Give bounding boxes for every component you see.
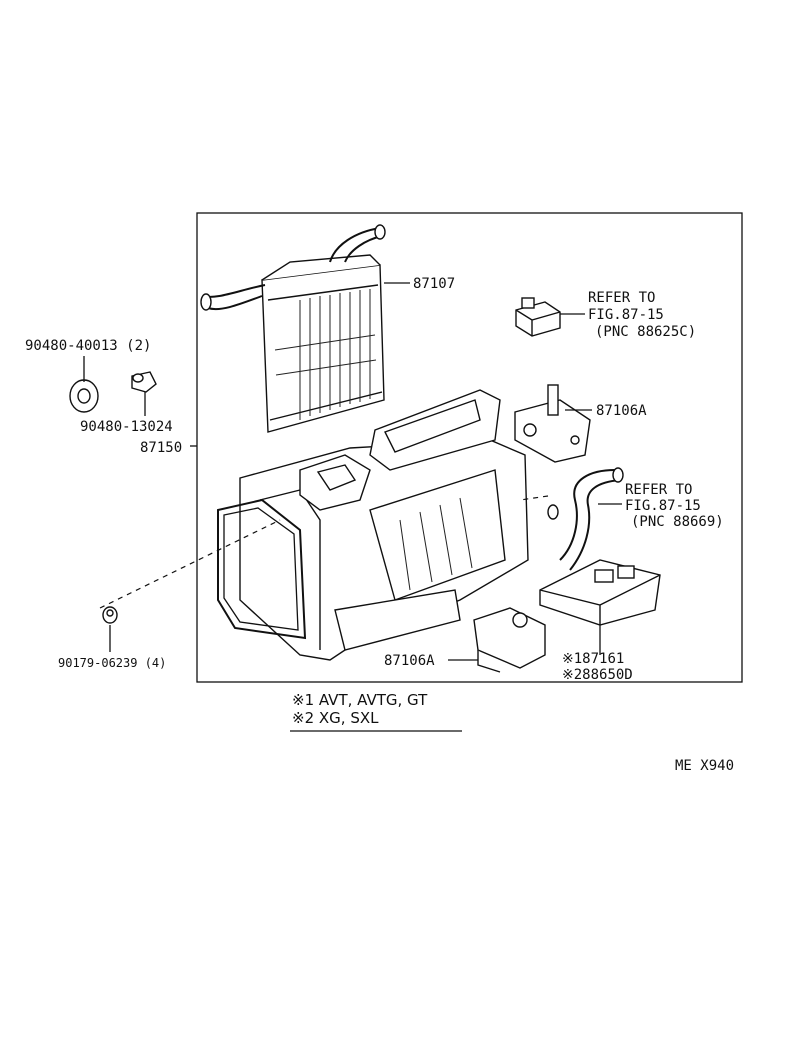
screw [102, 606, 118, 624]
label-refer-2-line2: FIG.87-15 [625, 498, 701, 514]
heater-core [200, 224, 386, 433]
label-refer-2-line3: (PNC 88669) [631, 514, 724, 530]
label-refer-2-line1: REFER TO [625, 482, 692, 498]
label-refer-1-line3: (PNC 88625C) [595, 324, 696, 340]
amplifier [539, 559, 661, 626]
servo-motor-top [514, 384, 591, 463]
relay [515, 297, 561, 337]
label-87161: ※187161 [562, 651, 624, 667]
heater-unit-housing [217, 389, 529, 661]
water-hose [547, 467, 624, 571]
grommet-small [131, 371, 157, 393]
label-90480-40013: 90480-40013 (2) [25, 338, 151, 354]
note-1: ※1 AVT, AVTG, GT [292, 691, 428, 709]
label-88650D: ※288650D [562, 667, 633, 683]
grommet-large [69, 379, 99, 413]
footer-code: ME X940 [675, 758, 734, 774]
install-line [99, 519, 281, 609]
label-87106A-bottom: 87106A [384, 653, 435, 669]
label-87107: 87107 [413, 276, 455, 292]
label-refer-1-line2: FIG.87-15 [588, 307, 664, 323]
servo-motor-bottom [473, 607, 546, 673]
label-87106A-top: 87106A [596, 403, 647, 419]
label-screw: 90179-06239 (4) [58, 656, 166, 670]
note-2: ※2 XG, SXL [292, 709, 379, 727]
diagram-frame [196, 212, 743, 683]
label-90480-13024: 90480-13024 [80, 419, 173, 435]
label-refer-1-line1: REFER TO [588, 290, 655, 306]
label-87150: 87150 [140, 440, 182, 456]
